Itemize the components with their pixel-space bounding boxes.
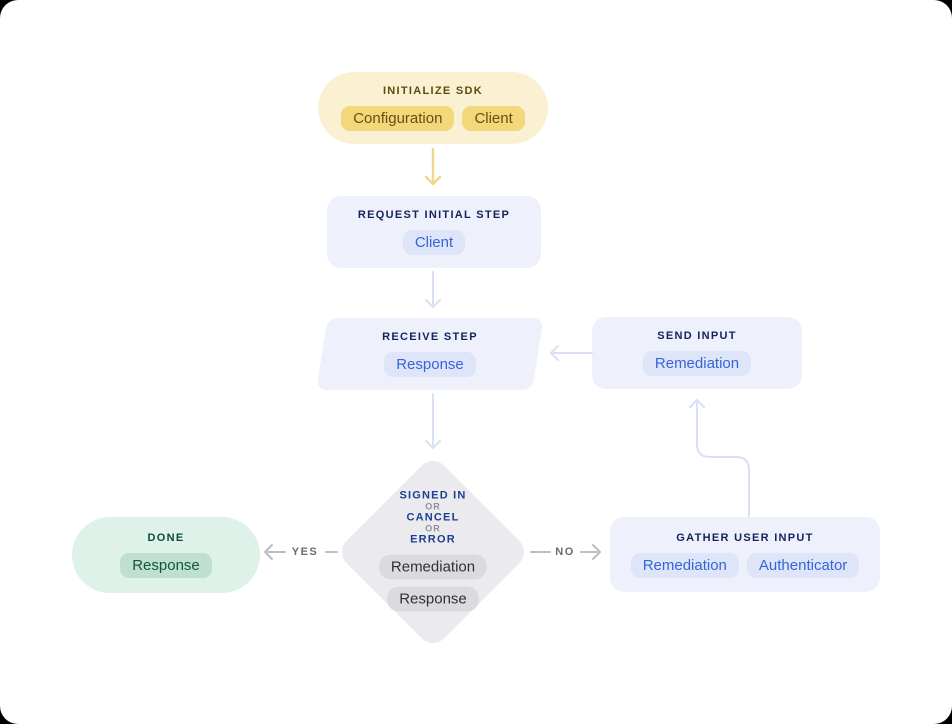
node-send-input: SEND INPUT Remediation bbox=[592, 317, 802, 389]
decision-line-cancel: CANCEL bbox=[406, 511, 460, 524]
node-title: RECEIVE STEP bbox=[382, 331, 478, 343]
arrow-receive-to-decision bbox=[425, 393, 441, 449]
decision-line-signed-in: SIGNED IN bbox=[399, 489, 467, 502]
node-title: SEND INPUT bbox=[657, 330, 737, 342]
badge-row: Remediation bbox=[642, 351, 752, 376]
arrow-request-to-receive bbox=[425, 271, 441, 308]
node-gather-user-input: GATHER USER INPUT Remediation Authentica… bbox=[610, 517, 880, 592]
badge-remediation: Remediation bbox=[630, 552, 739, 578]
decision-line-or: OR bbox=[425, 501, 441, 512]
edge-label-yes: YES bbox=[288, 546, 322, 558]
badge-authenticator: Authenticator bbox=[746, 552, 860, 578]
arrow-initialize-to-request bbox=[424, 147, 442, 186]
node-receive-step: RECEIVE STEP Response bbox=[316, 318, 544, 390]
badge-remediation: Remediation bbox=[378, 554, 488, 580]
badge-row: Configuration Client bbox=[341, 106, 525, 131]
node-title: DONE bbox=[147, 532, 185, 544]
badge-response: Response bbox=[384, 352, 476, 377]
node-request-initial-step: REQUEST INITIAL STEP Client bbox=[327, 196, 541, 268]
decision-line-or: OR bbox=[425, 523, 441, 534]
node-decision: SIGNED IN OR CANCEL OR ERROR Remediation… bbox=[378, 489, 488, 612]
badge-response: Response bbox=[120, 553, 212, 578]
node-title: GATHER USER INPUT bbox=[676, 531, 814, 544]
arrow-gather-to-send bbox=[689, 399, 750, 517]
badge-client: Client bbox=[462, 106, 525, 131]
decision-title: SIGNED IN OR CANCEL OR ERROR bbox=[399, 489, 467, 546]
badge-row: Remediation Authenticator bbox=[630, 552, 860, 578]
badge-remediation: Remediation bbox=[642, 351, 752, 376]
badge-client: Client bbox=[402, 230, 466, 255]
node-done: DONE Response bbox=[72, 517, 260, 593]
badge-row: Response bbox=[120, 553, 212, 578]
decision-line-error: ERROR bbox=[410, 533, 456, 546]
badge-row: Response bbox=[384, 352, 476, 377]
badge-row: Client bbox=[402, 230, 466, 255]
arrow-send-to-receive bbox=[550, 345, 593, 361]
edge-label-no: NO bbox=[552, 546, 578, 558]
node-title: REQUEST INITIAL STEP bbox=[357, 209, 511, 221]
badge-configuration: Configuration bbox=[341, 106, 455, 131]
node-initialize-sdk: INITIALIZE SDK Configuration Client bbox=[318, 72, 548, 144]
badge-response: Response bbox=[387, 586, 479, 612]
node-title: INITIALIZE SDK bbox=[382, 85, 484, 97]
